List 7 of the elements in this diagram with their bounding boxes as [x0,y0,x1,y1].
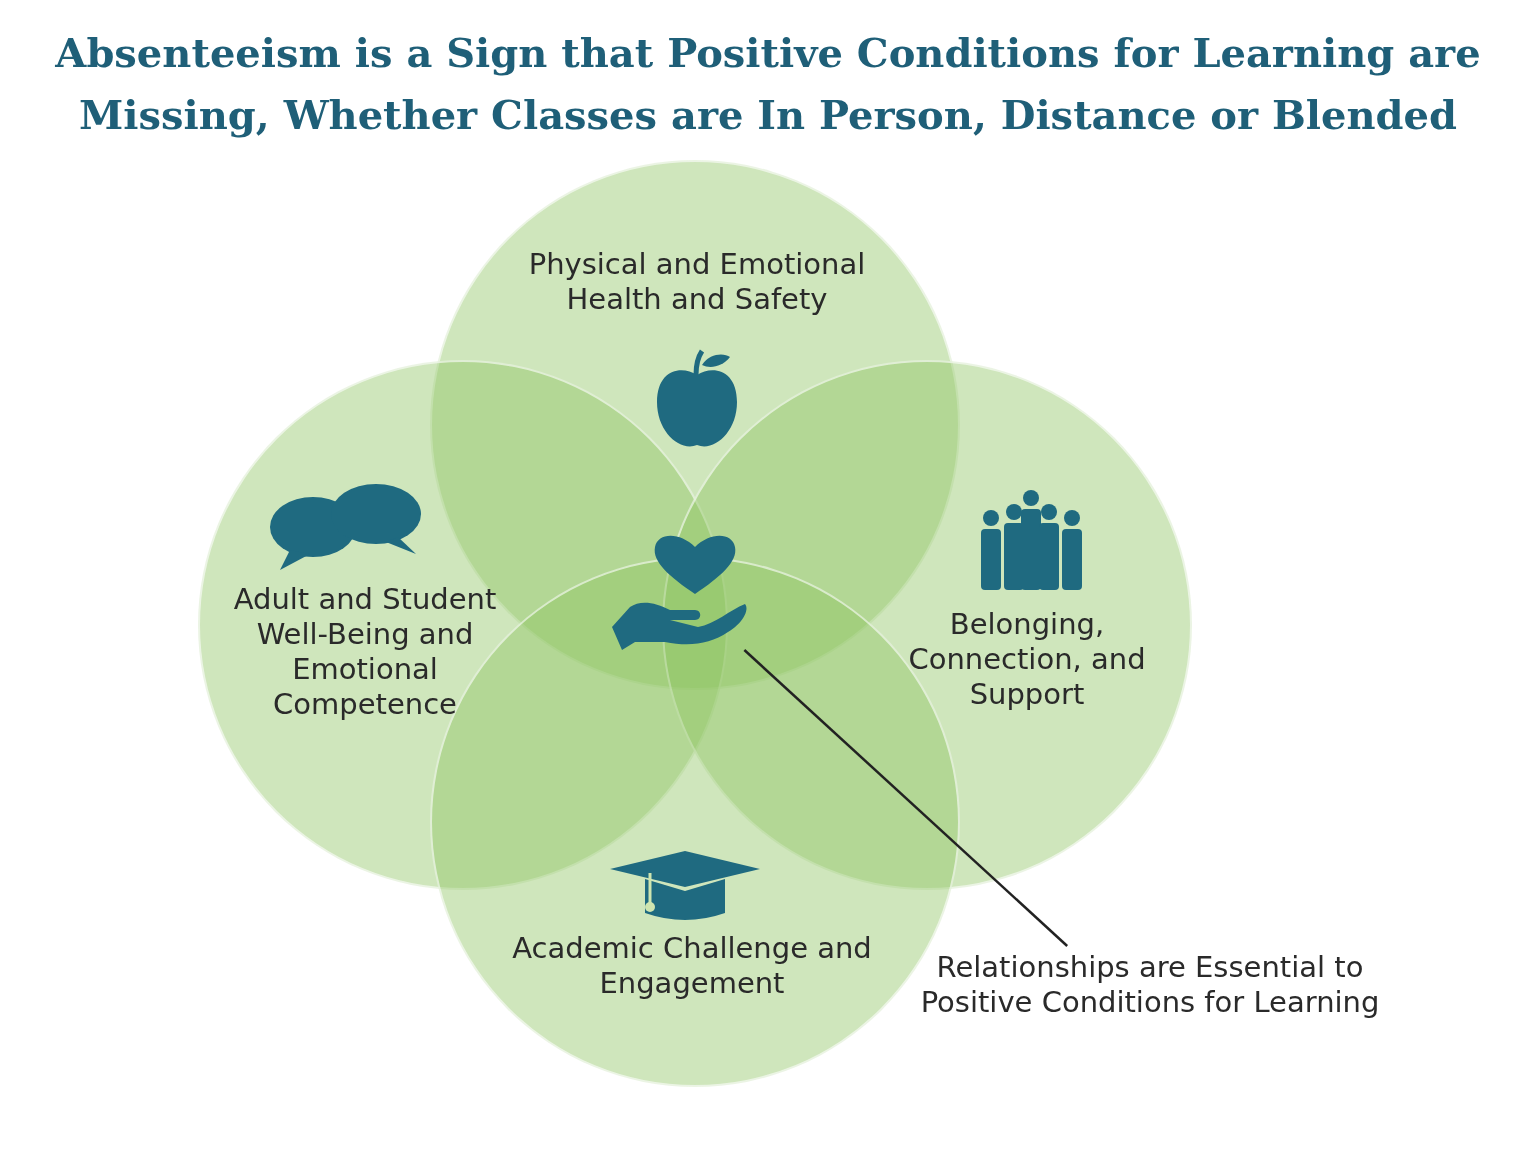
callout-text: Relationships are Essential to Positive Conditions for Learning [920,950,1380,1020]
diagram-title: Absenteeism is a Sign that Positive Conditions for Learning are Missing, Whether Classes are In Person, Distance or Blended [54,28,1482,140]
circle-label: Belonging, Connection, and Support [907,607,1147,712]
leader-line [743,649,1069,947]
circle-label: Academic Challenge and Engagement [511,931,873,1001]
circle-label: Adult and Student Well-Being and Emotional Competence [232,582,498,722]
circle-label: Physical and Emotional Health and Safety [527,247,867,317]
